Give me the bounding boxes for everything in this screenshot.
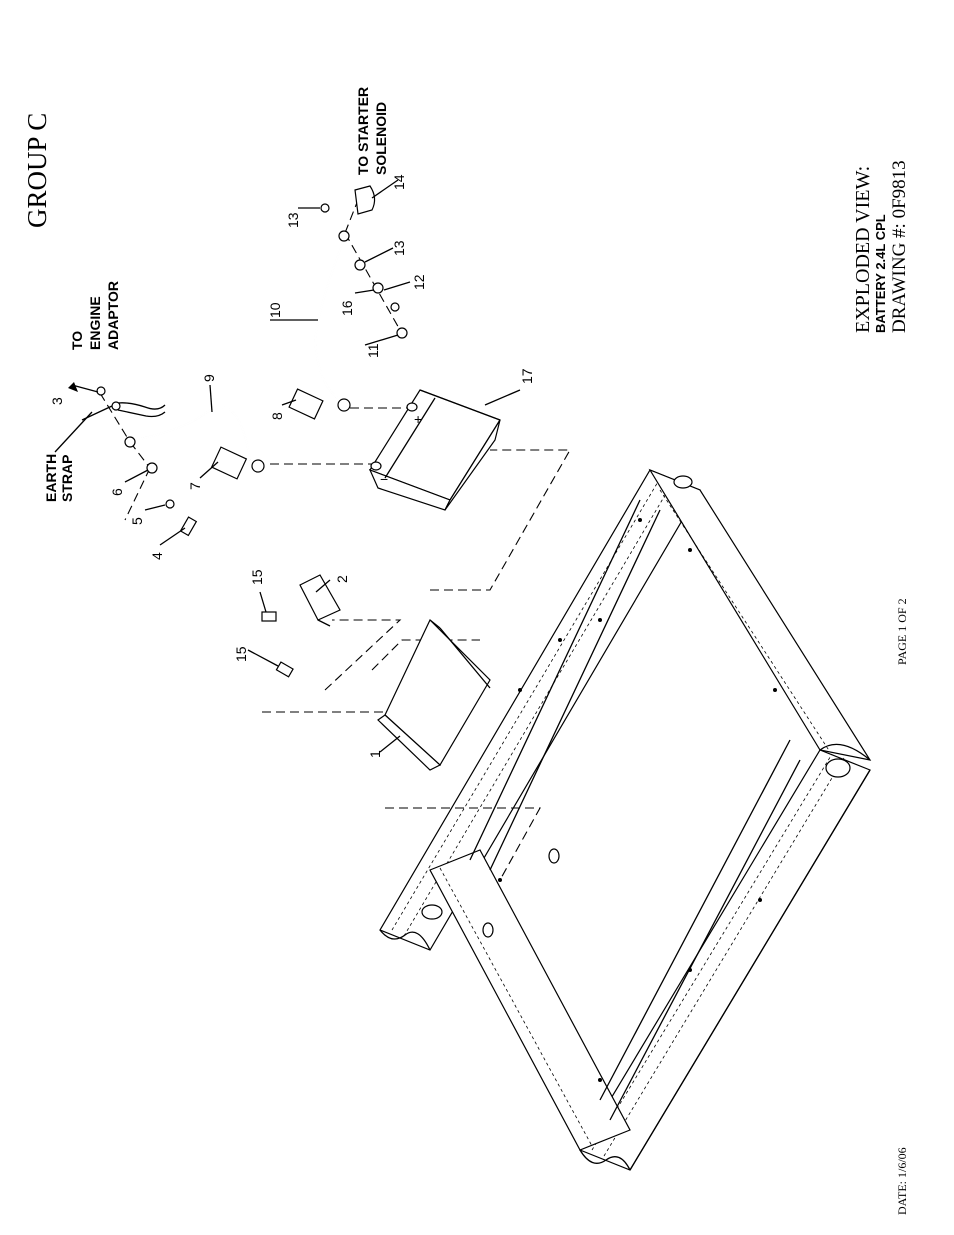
- earth-strap-label-line2: STRAP: [59, 455, 75, 502]
- to-engine-adaptor-line1: TO: [69, 331, 85, 350]
- hardware: [96, 203, 408, 678]
- positive-cable: [288, 230, 351, 420]
- callout-5: 5: [129, 517, 145, 525]
- positive-terminal-mark: +: [414, 411, 422, 427]
- callout-10: 10: [267, 302, 283, 318]
- callout-13-bottom: 13: [391, 240, 407, 256]
- callout-14: 14: [391, 174, 407, 190]
- callout-9: 9: [201, 374, 217, 382]
- negative-terminal-mark: −: [380, 471, 388, 487]
- hold-down-clamp: [299, 574, 341, 627]
- callout-numbers: 3 4 5 6 7 9 8 10 17 13 14 13 12 16 11 15…: [49, 174, 535, 758]
- callout-11: 11: [365, 343, 381, 358]
- to-starter-solenoid-line2: SOLENOID: [373, 102, 389, 175]
- earth-strap-label-line1: EARTH: [43, 454, 59, 502]
- solenoid-boot: [354, 185, 376, 215]
- callout-8: 8: [269, 412, 285, 420]
- callout-7: 7: [187, 482, 203, 490]
- battery: − +: [368, 389, 501, 511]
- callout-15-top: 15: [249, 569, 265, 585]
- callout-6: 6: [109, 488, 125, 496]
- generator-frame: [379, 468, 872, 1171]
- callout-16: 16: [339, 300, 355, 316]
- callout-12: 12: [411, 274, 427, 290]
- to-starter-solenoid-line1: TO STARTER: [355, 87, 371, 175]
- callout-15-bottom: 15: [233, 646, 249, 662]
- callout-13-top: 13: [285, 212, 301, 228]
- callout-4: 4: [149, 552, 165, 560]
- leader-lines: [54, 179, 521, 753]
- to-engine-adaptor-line2: ENGINE: [87, 296, 103, 350]
- label-annotations: EARTH STRAP TO ENGINE ADAPTOR TO STARTER…: [43, 87, 389, 502]
- assembly-lines: [99, 199, 571, 881]
- negative-cable: [124, 406, 265, 480]
- callout-2: 2: [334, 575, 350, 583]
- callout-3: 3: [49, 397, 65, 405]
- callout-17: 17: [519, 368, 535, 384]
- battery-tray: [377, 618, 491, 771]
- to-engine-adaptor-line3: ADAPTOR: [105, 281, 121, 350]
- earth-strap: [111, 401, 166, 418]
- callout-1: 1: [367, 750, 383, 758]
